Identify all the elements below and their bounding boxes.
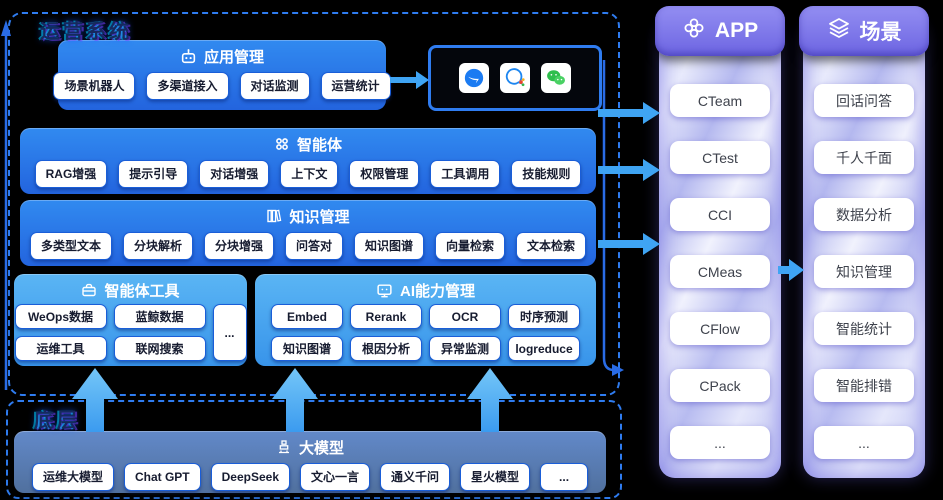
tool-button[interactable]: 联网搜索 (113, 336, 206, 361)
scene-panel: 回话问答 千人千面 数据分析 知识管理 智能统计 智能排错 ... (803, 22, 925, 478)
agent-section: 智能体 RAG增强 提示引导 对话增强 上下文 权限管理 工具调用 技能规则 (20, 128, 596, 194)
layers-icon (827, 16, 851, 46)
channel-apps-box (428, 45, 602, 111)
section-title: 智能体工具 (104, 282, 180, 300)
dingtalk-icon (459, 63, 489, 93)
app-management-section: 应用管理 场景机器人 多渠道接入 对话监测 运营统计 (53, 40, 391, 110)
section-title: 大模型 (298, 439, 344, 457)
more-button[interactable]: ... (540, 463, 589, 491)
app-panel: CTeam CTest CCI CMeas CFlow CPack ... (659, 22, 781, 478)
feature-button[interactable]: 对话增强 (199, 160, 270, 188)
model-button[interactable]: 运维大模型 (31, 463, 114, 491)
scene-item[interactable]: 知识管理 (814, 255, 914, 288)
feature-button[interactable]: 技能规则 (511, 160, 582, 188)
feature-button[interactable]: 工具调用 (430, 160, 501, 188)
feature-button[interactable]: 多类型文本 (29, 232, 112, 260)
ability-button[interactable]: Embed (271, 304, 343, 329)
model-button[interactable]: 文心一言 (300, 463, 371, 491)
ability-button[interactable]: 知识图谱 (271, 336, 343, 361)
scene-item[interactable]: 回话问答 (814, 84, 914, 117)
app-item[interactable]: CCI (670, 198, 770, 231)
tool-button[interactable]: 蓝鲸数据 (113, 304, 206, 329)
ops-system-label: 运营系统 (40, 21, 132, 43)
toolbox-icon (81, 282, 97, 298)
feature-button[interactable]: 运营统计 (320, 72, 391, 100)
app-item[interactable]: ... (670, 426, 770, 459)
ability-button[interactable]: logreduce (508, 336, 580, 361)
robot-icon (180, 48, 197, 65)
app-item[interactable]: CFlow (670, 312, 770, 345)
feature-button[interactable]: 问答对 (284, 232, 343, 260)
feature-button[interactable]: 场景机器人 (53, 72, 136, 100)
ability-button[interactable]: OCR (429, 304, 501, 329)
app-item[interactable]: CMeas (670, 255, 770, 288)
feature-button[interactable]: 提示引导 (118, 160, 189, 188)
arrow-app-to-scene (778, 259, 804, 281)
dots-grid-icon (274, 136, 290, 152)
wechat-icon (541, 63, 571, 93)
app-item[interactable]: CTeam (670, 84, 770, 117)
app-panel-header: APP (655, 6, 785, 56)
section-title: AI能力管理 (399, 282, 475, 300)
books-icon (266, 208, 282, 224)
feature-button[interactable]: 多渠道接入 (146, 72, 229, 100)
feature-button[interactable]: 分块增强 (203, 232, 274, 260)
scene-item[interactable]: ... (814, 426, 914, 459)
feature-button[interactable]: 向量检索 (435, 232, 506, 260)
section-title: 智能体 (296, 136, 342, 154)
scene-item[interactable]: 智能排错 (814, 369, 914, 402)
model-button[interactable]: Chat GPT (123, 463, 201, 491)
model-button[interactable]: DeepSeek (210, 463, 290, 491)
feature-button[interactable]: 分块解析 (122, 232, 193, 260)
base-layer-label: 底层 (34, 410, 80, 432)
feature-button[interactable]: 文本检索 (516, 232, 587, 260)
scene-item[interactable]: 智能统计 (814, 312, 914, 345)
clover-cross-icon (682, 16, 706, 46)
knowledge-section: 知识管理 多类型文本 分块解析 分块增强 问答对 知识图谱 向量检索 文本检索 (20, 200, 596, 266)
section-title: 知识管理 (289, 208, 350, 226)
feature-button[interactable]: 上下文 (280, 160, 339, 188)
model-tower-icon (276, 439, 292, 455)
model-button[interactable]: 星火模型 (460, 463, 531, 491)
tool-button[interactable]: 运维工具 (14, 336, 107, 361)
ability-button[interactable]: 根因分析 (350, 336, 422, 361)
feature-button[interactable]: 权限管理 (349, 160, 420, 188)
scene-panel-header: 场景 (799, 6, 929, 56)
feature-button[interactable]: 知识图谱 (354, 232, 425, 260)
ability-button[interactable]: Rerank (350, 304, 422, 329)
scene-item[interactable]: 数据分析 (814, 198, 914, 231)
llm-section: 大模型 运维大模型 Chat GPT DeepSeek 文心一言 通义千问 星火… (14, 431, 606, 493)
feature-button[interactable]: 对话监测 (239, 72, 310, 100)
app-item[interactable]: CPack (670, 369, 770, 402)
model-button[interactable]: 通义千问 (380, 463, 451, 491)
feature-button[interactable]: RAG增强 (34, 160, 108, 188)
panel-title: 场景 (859, 21, 902, 44)
tool-button[interactable]: WeOps数据 (14, 304, 107, 329)
qq-chat-icon (500, 63, 530, 93)
more-button[interactable]: ... (212, 304, 247, 361)
section-title: 应用管理 (203, 48, 264, 66)
panel-title: APP (714, 19, 759, 42)
agent-tools-section: 智能体工具 WeOps数据 蓝鲸数据 ... 运维工具 联网搜索 (14, 274, 247, 366)
monitor-icon (376, 282, 393, 299)
app-item[interactable]: CTest (670, 141, 770, 174)
ability-button[interactable]: 异常监测 (429, 336, 501, 361)
scene-item[interactable]: 千人千面 (814, 141, 914, 174)
ability-button[interactable]: 时序预测 (508, 304, 580, 329)
ai-ability-section: AI能力管理 Embed Rerank OCR 时序预测 知识图谱 根因分析 异… (255, 274, 596, 366)
